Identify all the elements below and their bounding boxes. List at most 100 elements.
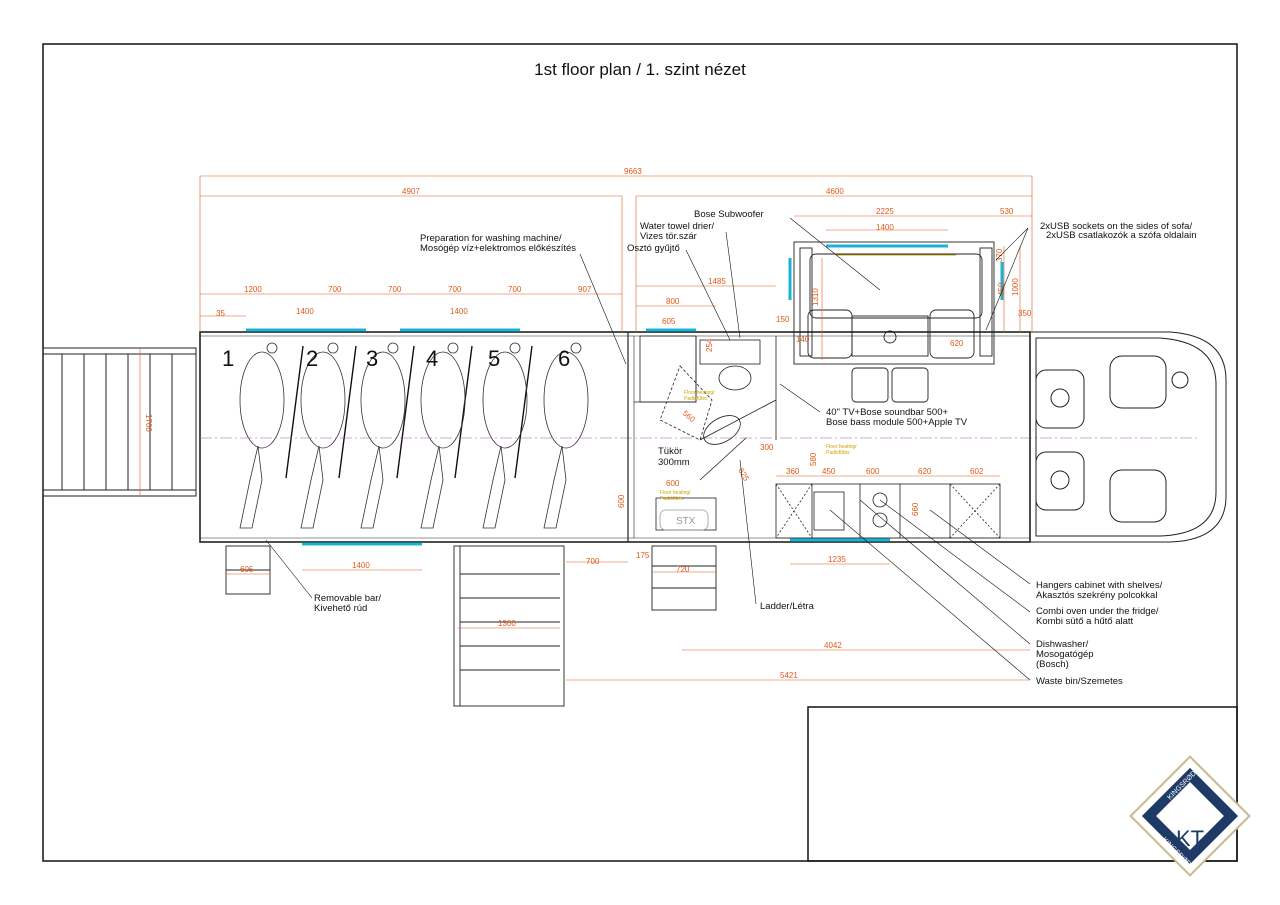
dim-4042: 4042 xyxy=(824,641,842,650)
label-subwoofer: Bose Subwoofer xyxy=(694,209,764,220)
svg-text:STX: STX xyxy=(676,516,696,527)
dim-stall-1: 1200 xyxy=(244,285,262,294)
plan-title: 1st floor plan / 1. szint nézet xyxy=(534,60,746,79)
dim-stall-4: 700 xyxy=(448,285,462,294)
label-washing-machine: Preparation for washing machine/ xyxy=(420,233,562,244)
logo-monogram: KT xyxy=(1176,826,1204,851)
horse-4 xyxy=(420,342,466,529)
label-removable-bar: Kivehető rúd xyxy=(314,603,367,614)
dim-kitchen-window: 1235 xyxy=(828,555,846,564)
dim-300: 300 xyxy=(760,443,774,452)
dim-bath-depth: 800 xyxy=(666,297,680,306)
dim-600-kitchen: 600 xyxy=(866,467,880,476)
dim-1000: 1000 xyxy=(1011,278,1020,296)
label-mirror: Tükör xyxy=(658,446,682,457)
dim-stall-5: 700 xyxy=(508,285,522,294)
dim-bottom-window: 1400 xyxy=(352,561,370,570)
bulkhead-wall xyxy=(627,332,635,542)
dim-front: 4600 xyxy=(826,187,844,196)
horse-figures xyxy=(239,342,589,529)
horse-3 xyxy=(360,342,406,529)
leader-lines xyxy=(265,217,1031,681)
svg-text:Padlófűtés: Padlófűtés xyxy=(660,496,684,502)
dim-175: 175 xyxy=(636,551,650,560)
label-tv: 40" TV+Bose soundbar 500+ xyxy=(826,407,948,418)
dim-140: 140 xyxy=(796,335,810,344)
dim-450-kitchen: 450 xyxy=(822,467,836,476)
label-towel-drier: Water towel drier/ xyxy=(640,221,714,232)
dim-580: 580 xyxy=(809,452,818,466)
dim-sofa-side: 530 xyxy=(1000,207,1014,216)
dimension-lines xyxy=(199,175,1033,681)
label-dishwasher: Mosogatógép xyxy=(1036,649,1094,660)
dim-254: 254 xyxy=(705,338,714,352)
svg-text:Padlófűtés: Padlófűtés xyxy=(826,450,850,456)
label-usb: 2xUSB csatlakozók a szófa oldalain xyxy=(1046,230,1197,241)
side-steps xyxy=(225,545,717,707)
dim-rear: 4907 xyxy=(402,187,420,196)
dim-600-bath: 600 xyxy=(666,479,680,488)
dim-1310: 1310 xyxy=(811,288,820,306)
dim-350: 350 xyxy=(1018,309,1032,318)
label-hangers: Akasztós szekrény polcokkal xyxy=(1036,590,1157,601)
label-washing-machine: Mosógép víz+elektromos előkészítés xyxy=(420,243,576,254)
dim-150: 150 xyxy=(776,315,790,324)
dim-bath-window: 605 xyxy=(662,317,676,326)
ramp-width-dim: 1760 xyxy=(139,348,153,496)
dim-620-top: 620 xyxy=(950,339,964,348)
bathroom xyxy=(634,335,777,531)
dim-sofa-window: 1400 xyxy=(876,223,894,232)
stall-number: 5 xyxy=(488,346,500,371)
stall-number: 6 xyxy=(558,346,570,371)
label-combi: Combi oven under the fridge/ xyxy=(1036,606,1159,617)
dim-700: 700 xyxy=(586,557,600,566)
windows xyxy=(246,244,1004,546)
callouts: Preparation for washing machine/ Mosógép… xyxy=(314,209,1197,687)
stall-number: 1 xyxy=(222,346,234,371)
dim-370: 370 xyxy=(995,248,1004,262)
dim-ramp-1300: 1300 xyxy=(498,619,516,628)
dim-stall-6: 907 xyxy=(578,285,592,294)
label-mirror: 300mm xyxy=(658,457,690,468)
svg-text:Padlófűtés: Padlófűtés xyxy=(684,396,708,402)
trailer-body xyxy=(199,331,1031,543)
dim-720: 720 xyxy=(676,565,690,574)
dim-5421: 5421 xyxy=(780,671,798,680)
dim-360: 360 xyxy=(786,467,800,476)
dim-560: 560 xyxy=(681,409,697,425)
stall-number: 3 xyxy=(366,346,378,371)
dim-620-kitchen: 620 xyxy=(918,467,932,476)
label-usb: 2xUSB sockets on the sides of sofa/ xyxy=(1040,221,1192,232)
dim-stall-gap: 35 xyxy=(216,309,225,318)
stall-number: 4 xyxy=(426,346,438,371)
dim-sofa-width: 2225 xyxy=(876,207,894,216)
dim-window-1: 1400 xyxy=(296,307,314,316)
sofa-area xyxy=(793,241,995,403)
dim-step-605: 605 xyxy=(240,565,254,574)
svg-text:Floor heating/: Floor heating/ xyxy=(826,444,857,450)
dim-stall-3: 700 xyxy=(388,285,402,294)
label-dishwasher: Dishwasher/ xyxy=(1036,639,1089,650)
label-oszto: Osztó gyűjtő xyxy=(627,243,680,254)
stx-logo: STX xyxy=(659,509,709,531)
dim-660: 660 xyxy=(911,502,920,516)
horse-2 xyxy=(300,342,346,529)
label-combi: Kombi sütő a hűtő alatt xyxy=(1036,616,1134,627)
stall-dividers xyxy=(285,345,533,479)
kitchen xyxy=(775,483,1001,539)
dim-window-2: 1400 xyxy=(450,307,468,316)
dim-total: 9663 xyxy=(624,167,642,176)
kingsrod-logo: KT KINGSRØD KINGSRØD xyxy=(1129,755,1251,877)
stall-number: 2 xyxy=(306,346,318,371)
horse-6 xyxy=(543,342,589,529)
label-waste: Waste bin/Szemetes xyxy=(1036,676,1123,687)
label-towel-drier: Vizes tör.szár xyxy=(640,231,697,242)
svg-text:Floor heating/: Floor heating/ xyxy=(684,390,715,396)
dim-stall-2: 700 xyxy=(328,285,342,294)
dim-600-side: 600 xyxy=(617,494,626,508)
horse-1 xyxy=(239,342,285,529)
label-dishwasher: (Bosch) xyxy=(1036,659,1069,670)
dim-625: 625 xyxy=(736,467,751,484)
